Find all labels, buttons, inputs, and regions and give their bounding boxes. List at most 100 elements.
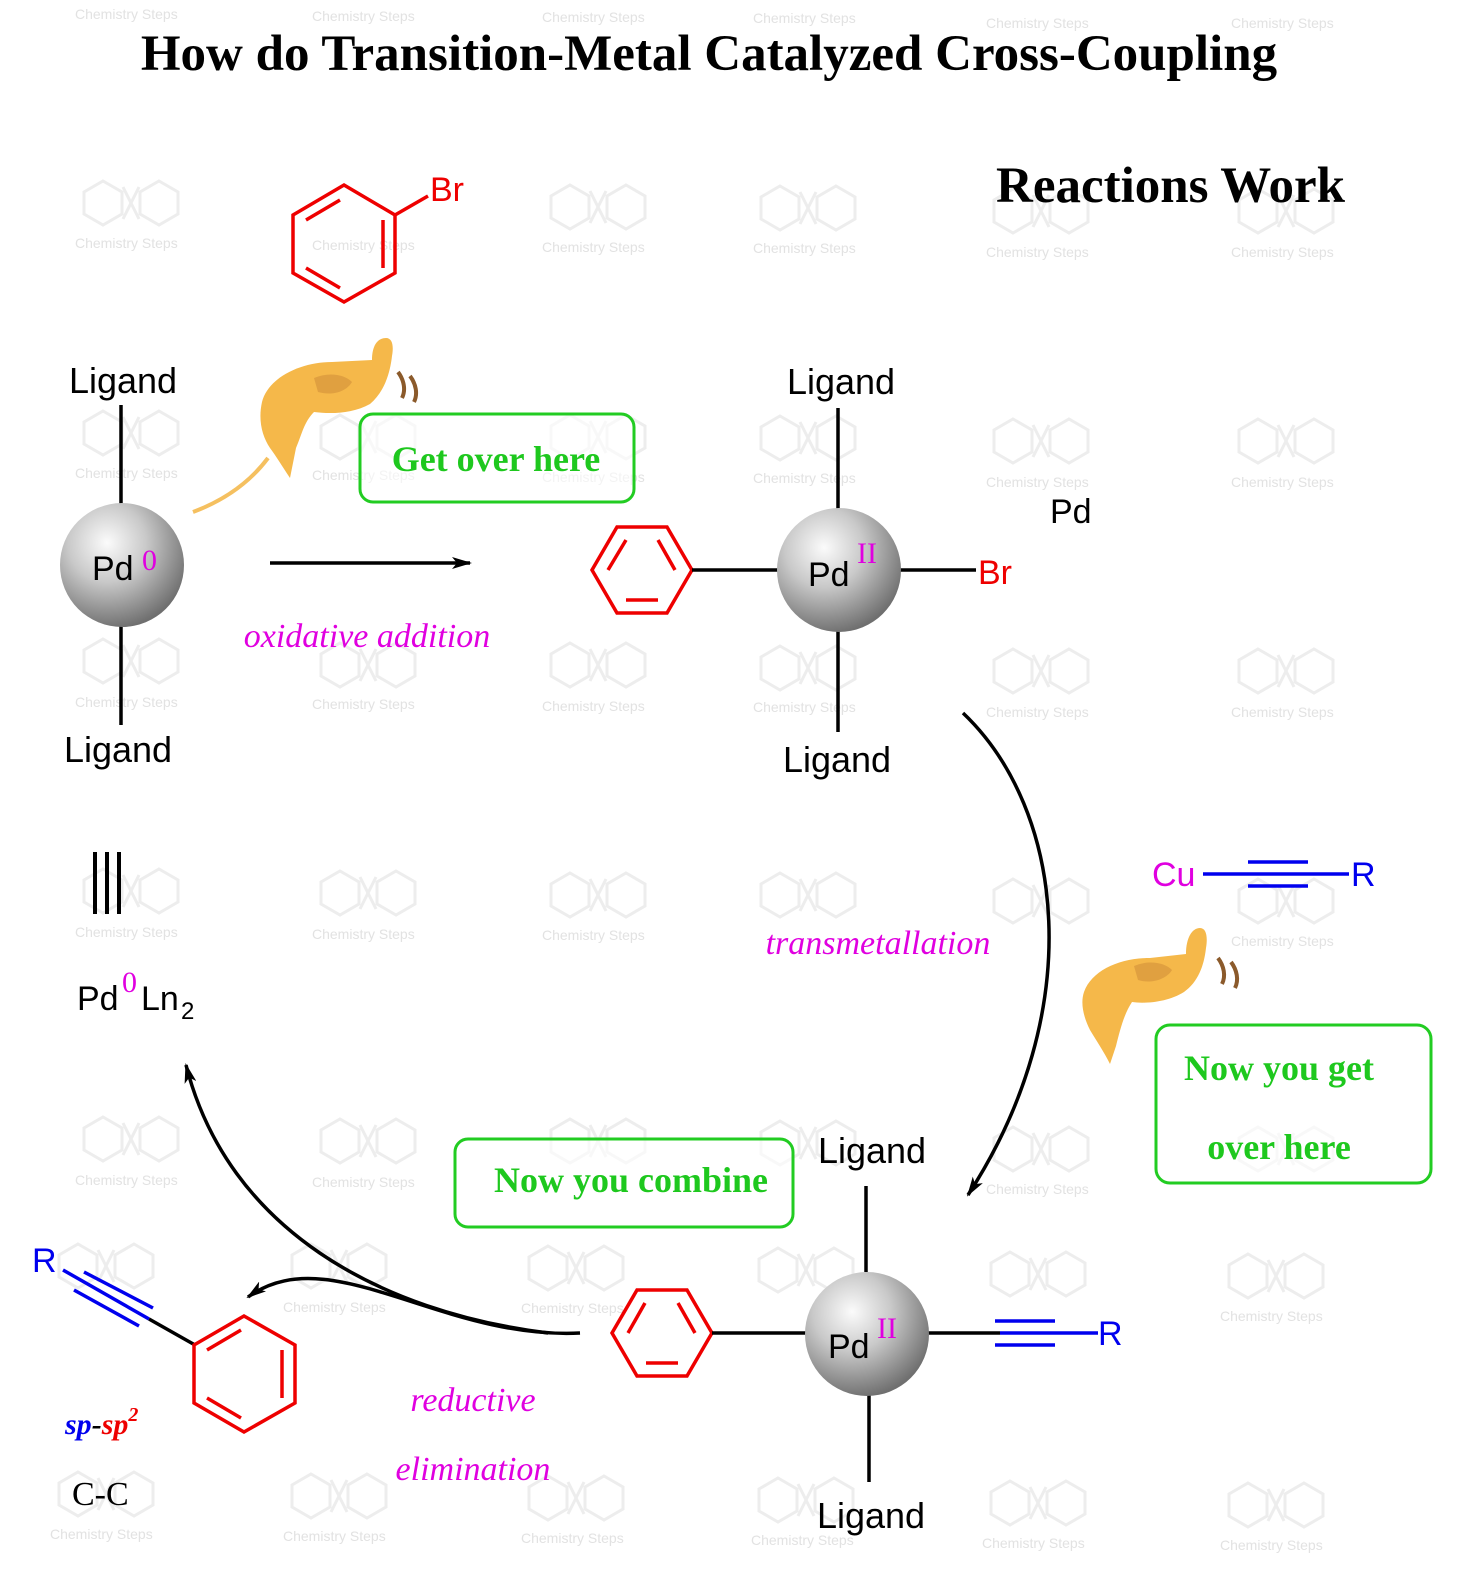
watermark-layer: Chemistry Steps Chemistry Steps Chemistr… bbox=[50, 6, 1335, 1553]
watermark-text: Chemistry Steps bbox=[75, 465, 178, 481]
watermark-text: Chemistry Steps bbox=[1231, 704, 1334, 720]
watermark-text: Chemistry Steps bbox=[982, 1535, 1085, 1551]
watermark-text: Chemistry Steps bbox=[312, 696, 415, 712]
watermark-text: Chemistry Steps bbox=[1220, 1308, 1323, 1324]
watermark-text: Chemistry Steps bbox=[542, 927, 645, 943]
r-group-label: R bbox=[1351, 856, 1376, 894]
r-group-label: R bbox=[1098, 1315, 1123, 1353]
pd-sphere bbox=[60, 503, 184, 627]
speech-text-line1: Now you get bbox=[1184, 1048, 1374, 1088]
oxidation-state-0: 0 bbox=[122, 966, 137, 999]
phenyl-ring bbox=[589, 525, 695, 615]
pd-label: Pd bbox=[808, 556, 850, 594]
speech-text-now-you-combine: Now you combine bbox=[494, 1160, 768, 1200]
watermark-text: Chemistry Steps bbox=[1231, 474, 1334, 490]
watermark-text: Chemistry Steps bbox=[986, 244, 1089, 260]
phenyl-ring bbox=[192, 1313, 297, 1435]
stray-pd-label: Pd bbox=[1050, 493, 1092, 531]
watermark-text: Chemistry Steps bbox=[75, 1172, 178, 1188]
watermark-text: Chemistry Steps bbox=[986, 1181, 1089, 1197]
ligand-label-bottom: Ligand bbox=[64, 729, 172, 770]
step-label-oxidative-addition: oxidative addition bbox=[244, 618, 490, 655]
watermark-text: Chemistry Steps bbox=[75, 924, 178, 940]
hybridization-sup: 2 bbox=[127, 1404, 138, 1426]
phenyl-ring bbox=[609, 1288, 715, 1378]
ligand-label-top: Ligand bbox=[818, 1130, 926, 1171]
watermark-text: Chemistry Steps bbox=[542, 239, 645, 255]
subscript-2: 2 bbox=[181, 998, 194, 1025]
pd2-aryl-alkynyl-complex: Pd II R Ligand Ligand bbox=[609, 1130, 1123, 1536]
watermark-text: Chemistry Steps bbox=[753, 699, 856, 715]
watermark-text: Chemistry Steps bbox=[312, 237, 415, 253]
catalyst-regeneration-arrow bbox=[184, 1063, 549, 1335]
speech-box-now-you-combine: Now you combine bbox=[453, 1137, 795, 1229]
watermark-text: Chemistry Steps bbox=[75, 694, 178, 710]
r-group-label: R bbox=[32, 1242, 57, 1280]
bromine-label: Br bbox=[430, 171, 464, 209]
watermark-text: Chemistry Steps bbox=[312, 926, 415, 942]
watermark-text: Chemistry Steps bbox=[1220, 1537, 1323, 1553]
pd-sphere bbox=[777, 508, 901, 632]
ligand-label-top: Ligand bbox=[69, 360, 177, 401]
hybridization-sp2: sp bbox=[101, 1408, 129, 1441]
watermark-text: Chemistry Steps bbox=[986, 15, 1089, 31]
watermark-text: Chemistry Steps bbox=[312, 8, 415, 24]
watermark-text: Chemistry Steps bbox=[753, 240, 856, 256]
oxidation-state-0: 0 bbox=[142, 544, 157, 577]
watermark-text: Chemistry Steps bbox=[521, 1530, 624, 1546]
pd-label: Pd bbox=[77, 980, 119, 1018]
copper-label: Cu bbox=[1152, 856, 1195, 894]
ligand-label-bottom: Ligand bbox=[783, 739, 891, 780]
watermark-text: Chemistry Steps bbox=[542, 698, 645, 714]
copper-acetylide-structure: Cu R bbox=[1152, 856, 1376, 894]
pd0-complex: Ligand Ligand Pd 0 bbox=[60, 360, 184, 770]
hybridization-sp: sp bbox=[64, 1408, 92, 1441]
watermark-text: Chemistry Steps bbox=[753, 470, 856, 486]
watermark-text: Chemistry Steps bbox=[986, 704, 1089, 720]
watermark-text: Chemistry Steps bbox=[283, 1299, 386, 1315]
hybridization-dash: - bbox=[92, 1408, 102, 1441]
page-title: How do Transition-Metal Catalyzed Cross-… bbox=[141, 26, 1277, 82]
speech-box-get-over-here: Get over here bbox=[358, 412, 636, 504]
watermark-text: Chemistry Steps bbox=[1231, 15, 1334, 31]
watermark-text: Chemistry Steps bbox=[751, 1532, 854, 1548]
speech-text-get-over-here: Get over here bbox=[392, 439, 601, 479]
pd0-ln2-catalyst: Pd 0 Ln 2 bbox=[77, 852, 194, 1025]
watermark-logos bbox=[57, 179, 1335, 1529]
watermark-text: Chemistry Steps bbox=[986, 474, 1089, 490]
pd-sphere bbox=[805, 1272, 929, 1396]
bromine-label: Br bbox=[978, 554, 1012, 592]
pd-label: Pd bbox=[92, 550, 134, 588]
ligand-label-bottom: Ligand bbox=[817, 1495, 925, 1536]
watermark-text: Chemistry Steps bbox=[312, 1174, 415, 1190]
coupling-product-structure: R bbox=[32, 1242, 297, 1435]
watermark-text: Chemistry Steps bbox=[542, 9, 645, 25]
watermark-text: Chemistry Steps bbox=[521, 1300, 624, 1316]
bromobenzene-structure bbox=[291, 182, 429, 305]
beckoning-hand-icon bbox=[192, 338, 419, 514]
page-title-line2: Reactions Work bbox=[996, 158, 1346, 214]
hybridization-label: sp-sp2 bbox=[64, 1404, 138, 1441]
step-label-transmetallation: transmetallation bbox=[766, 925, 991, 962]
ln-label: Ln bbox=[141, 980, 179, 1018]
watermark-text: Chemistry Steps bbox=[1231, 244, 1334, 260]
oxidation-state-ii: II bbox=[877, 1312, 897, 1345]
watermark-text: Chemistry Steps bbox=[753, 10, 856, 26]
beckoning-hand-icon bbox=[1082, 928, 1240, 1064]
speech-box-now-you-get-over-here: Now you get over here bbox=[1154, 1023, 1433, 1185]
ligand-label-top: Ligand bbox=[787, 361, 895, 402]
transmetallation-arrow bbox=[961, 711, 1051, 1197]
watermark-text: Chemistry Steps bbox=[75, 6, 178, 22]
watermark-text: Chemistry Steps bbox=[75, 235, 178, 251]
cc-bond-label: C-C bbox=[72, 1476, 129, 1513]
watermark-texts: Chemistry Steps Chemistry Steps Chemistr… bbox=[50, 6, 1334, 1553]
speech-text-line2: over here bbox=[1207, 1127, 1351, 1167]
watermark-text: Chemistry Steps bbox=[283, 1528, 386, 1544]
oxidation-state-ii: II bbox=[857, 537, 877, 570]
step-label-elimination: elimination bbox=[396, 1451, 551, 1488]
watermark-text: Chemistry Steps bbox=[1231, 933, 1334, 949]
watermark-text: Chemistry Steps bbox=[50, 1526, 153, 1542]
pd2-aryl-bromide-complex: Pd II Br Ligand Ligand bbox=[589, 361, 1012, 780]
pd-label: Pd bbox=[828, 1328, 870, 1366]
